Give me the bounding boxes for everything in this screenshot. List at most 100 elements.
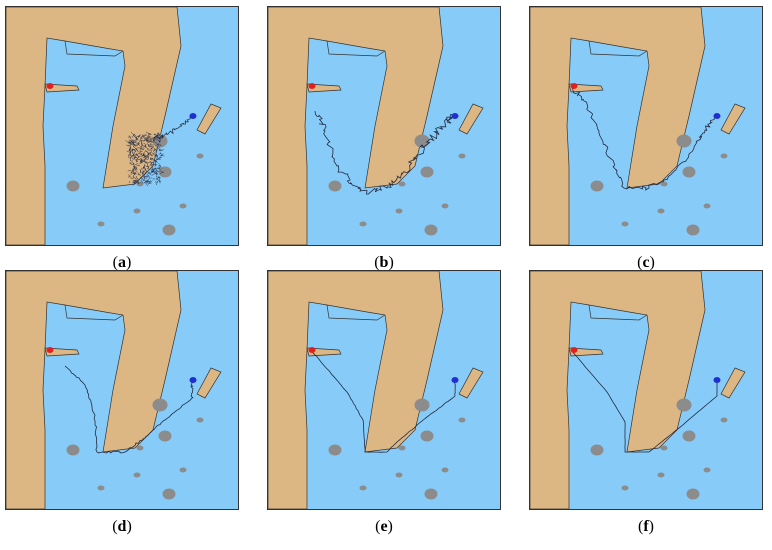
panel-a: (a) bbox=[5, 6, 239, 286]
obstacle-5 bbox=[398, 445, 406, 451]
obstacle-6 bbox=[441, 203, 449, 209]
map-d bbox=[5, 270, 239, 510]
map-a bbox=[5, 6, 239, 246]
obstacle-2 bbox=[158, 430, 172, 442]
obstacle-8 bbox=[621, 485, 629, 491]
obstacle-2 bbox=[682, 166, 696, 178]
panel-c: (c) bbox=[529, 6, 763, 286]
obstacle-1 bbox=[590, 180, 604, 192]
obstacle-8 bbox=[359, 485, 367, 491]
harbour-edge bbox=[326, 40, 386, 57]
panel-e: (e) bbox=[267, 270, 501, 550]
panel-caption: (c) bbox=[637, 254, 655, 271]
panel-label: c bbox=[642, 254, 650, 271]
obstacle-3 bbox=[152, 398, 168, 412]
obstacle-4 bbox=[720, 417, 728, 423]
harbour-edge bbox=[588, 304, 648, 321]
obstacle-5 bbox=[136, 445, 144, 451]
panel-label: a bbox=[118, 254, 126, 271]
trajectory bbox=[64, 365, 194, 454]
obstacle-6 bbox=[703, 203, 711, 209]
trajectory bbox=[314, 110, 455, 195]
obstacle-1 bbox=[66, 180, 80, 192]
obstacle-6 bbox=[179, 467, 187, 473]
obstacle-6 bbox=[179, 203, 187, 209]
panel-label: d bbox=[117, 518, 127, 535]
obstacle-3 bbox=[676, 398, 692, 412]
obstacle-3 bbox=[414, 398, 430, 412]
obstacle-5 bbox=[660, 445, 668, 451]
panel-label: b bbox=[379, 254, 389, 271]
obstacle-9 bbox=[424, 224, 438, 236]
obstacle-8 bbox=[97, 221, 105, 227]
obstacle-2 bbox=[158, 166, 172, 178]
obstacle-7 bbox=[395, 472, 403, 478]
obstacle-1 bbox=[328, 444, 342, 456]
trajectory bbox=[310, 349, 456, 453]
obstacle-2 bbox=[682, 430, 696, 442]
obstacle-4 bbox=[196, 153, 204, 159]
obstacle-4 bbox=[196, 417, 204, 423]
obstacle-7 bbox=[657, 472, 665, 478]
obstacle-9 bbox=[686, 488, 700, 500]
obstacle-5 bbox=[660, 181, 668, 187]
goal-marker bbox=[189, 377, 197, 383]
harbour-edge bbox=[64, 304, 124, 321]
obstacle-6 bbox=[703, 467, 711, 473]
goal-marker bbox=[189, 113, 197, 119]
harbour-edge bbox=[326, 304, 386, 321]
breakwater bbox=[196, 103, 222, 135]
obstacle-4 bbox=[458, 153, 466, 159]
harbour-edge bbox=[588, 40, 648, 57]
obstacle-7 bbox=[133, 472, 141, 478]
start-marker bbox=[570, 347, 578, 353]
map-c bbox=[529, 6, 763, 246]
start-marker bbox=[308, 83, 316, 89]
obstacle-1 bbox=[590, 444, 604, 456]
obstacle-9 bbox=[162, 488, 176, 500]
obstacle-7 bbox=[657, 208, 665, 214]
goal-marker bbox=[713, 377, 721, 383]
start-marker bbox=[46, 347, 54, 353]
breakwater bbox=[458, 103, 484, 135]
panel-label: e bbox=[380, 518, 388, 535]
breakwater bbox=[196, 367, 222, 399]
obstacle-2 bbox=[420, 166, 434, 178]
obstacle-4 bbox=[458, 417, 466, 423]
goal-marker bbox=[451, 377, 459, 383]
obstacle-5 bbox=[398, 181, 406, 187]
obstacle-6 bbox=[441, 467, 449, 473]
obstacle-7 bbox=[133, 208, 141, 214]
breakwater bbox=[720, 367, 746, 399]
panel-caption: (a) bbox=[112, 254, 132, 271]
start-marker bbox=[46, 83, 54, 89]
breakwater bbox=[458, 367, 484, 399]
panel-label: f bbox=[643, 518, 649, 535]
trajectory bbox=[152, 115, 193, 140]
obstacle-7 bbox=[395, 208, 403, 214]
panel-caption: (b) bbox=[374, 254, 394, 271]
goal-marker bbox=[713, 113, 721, 119]
obstacle-1 bbox=[328, 180, 342, 192]
breakwater bbox=[720, 103, 746, 135]
panel-caption: (d) bbox=[112, 518, 132, 535]
panel-f: (f) bbox=[529, 270, 763, 550]
panel-caption: (e) bbox=[375, 518, 393, 535]
trajectory bbox=[570, 85, 717, 191]
obstacle-3 bbox=[676, 134, 692, 148]
explored-nodes bbox=[125, 131, 165, 187]
obstacle-8 bbox=[97, 485, 105, 491]
map-f bbox=[529, 270, 763, 510]
obstacle-1 bbox=[66, 444, 80, 456]
panel-b: (b) bbox=[267, 6, 501, 286]
harbour-edge bbox=[64, 40, 124, 57]
trajectory bbox=[570, 349, 718, 453]
obstacle-8 bbox=[621, 221, 629, 227]
panel-d: (d) bbox=[5, 270, 239, 550]
panel-caption: (f) bbox=[638, 518, 654, 535]
start-marker bbox=[308, 347, 316, 353]
obstacle-9 bbox=[686, 224, 700, 236]
obstacle-4 bbox=[720, 153, 728, 159]
obstacle-9 bbox=[162, 224, 176, 236]
obstacle-8 bbox=[359, 221, 367, 227]
